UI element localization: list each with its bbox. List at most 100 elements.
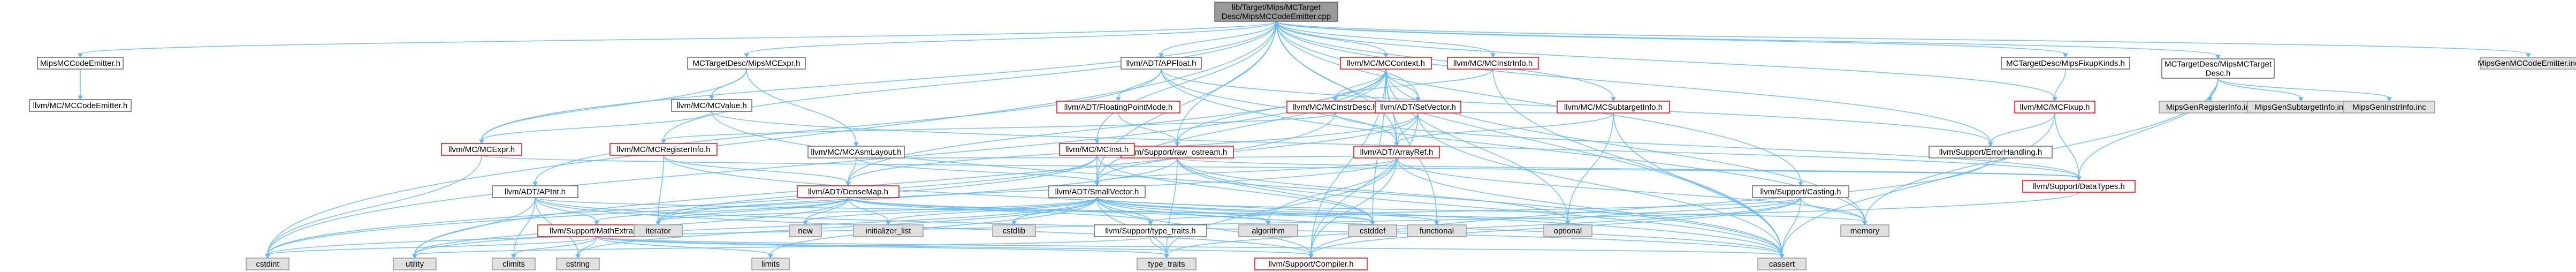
edge-root-to-mcinstrinfo xyxy=(1276,21,1493,55)
edge-arrayref-to-cassert xyxy=(1396,157,1782,255)
edge-smallvector-to-functional xyxy=(1096,197,1437,222)
node-arrayref[interactable]: llvm/ADT/ArrayRef.h xyxy=(1353,146,1440,158)
edge-casting-to-cassert xyxy=(1781,197,1801,255)
node-datatypes[interactable]: llvm/Support/DataTypes.h xyxy=(2022,180,2136,193)
node-label-mcexpr: llvm/MC/MCExpr.h xyxy=(448,145,515,154)
node-mipsgensubtargetinfo: MipsGenSubtargetInfo.inc xyxy=(2247,101,2355,114)
node-mipsmcce[interactable]: MipsMCCodeEmitter.h xyxy=(37,57,124,70)
node-mcfixup[interactable]: llvm/MC/MCFixup.h xyxy=(2014,101,2095,114)
node-mathextras[interactable]: llvm/Support/MathExtras.h xyxy=(537,224,656,237)
arrowhead-densemap xyxy=(845,182,851,187)
edge-mipsfixupkinds-to-mcfixup xyxy=(2054,69,2066,99)
node-label-smallvector: llvm/ADT/SmallVector.h xyxy=(1055,187,1139,197)
arrowhead-setvector xyxy=(1415,97,1421,102)
arrowhead-mipsgenmcce xyxy=(2526,53,2531,58)
node-typetraits[interactable]: llvm/Support/type_traits.h xyxy=(1094,224,1207,237)
node-llvmmcce[interactable]: llvm/MC/MCCodeEmitter.h xyxy=(29,99,132,112)
node-box-mccontext xyxy=(1340,57,1432,70)
node-mcinst[interactable]: llvm/MC/MCInst.h xyxy=(1059,143,1135,156)
edge-root-to-errorhandling xyxy=(1276,21,1991,143)
node-mcvalue[interactable]: llvm/MC/MCValue.h xyxy=(671,99,752,112)
node-mcinstrinfo[interactable]: llvm/MC/MCInstrInfo.h xyxy=(1447,57,1539,70)
node-label-functional: functional xyxy=(1420,226,1454,236)
edge-root-to-mipsmcexpr xyxy=(746,21,1277,55)
edge-typetraits-to-typetraitsstd xyxy=(1150,236,1167,255)
node-label-setvector: llvm/ADT/SetVector.h xyxy=(1380,103,1456,112)
node-mcinstrdesc[interactable]: llvm/MC/MCInstrDesc.h xyxy=(1286,101,1384,114)
arrowhead-smallvector xyxy=(1094,182,1100,187)
edge-mcinstrdesc-to-utility xyxy=(414,112,1336,255)
node-floatingpointmode[interactable]: llvm/ADT/FloatingPointMode.h xyxy=(1056,101,1180,114)
node-label-mipsgensubtargetinfo: MipsGenSubtargetInfo.inc xyxy=(2254,103,2348,112)
edge-root-to-adtapfloat xyxy=(1161,21,1277,55)
edge-mathextras-to-cstdint xyxy=(267,236,597,255)
node-label-mccontext: llvm/MC/MCContext.h xyxy=(1347,59,1425,68)
node-label-compiler: llvm/Support/Compiler.h xyxy=(1268,260,1353,269)
node-mcasmlayout[interactable]: llvm/MC/MCAsmLayout.h xyxy=(807,146,905,158)
edge-casting-to-typetraitsstd xyxy=(1166,197,1801,255)
edge-mcsubtargetinfo-to-arrayref xyxy=(1396,112,1614,143)
edge-mathextras-to-typetraitsstd xyxy=(596,236,1167,255)
edge-casting-to-optional xyxy=(1567,197,1801,222)
node-label-mipsgenreginfo: MipsGenRegisterInfo.inc xyxy=(2166,103,2254,112)
node-adtapfloat[interactable]: llvm/ADT/APFloat.h xyxy=(1121,57,1202,70)
node-casting[interactable]: llvm/Support/Casting.h xyxy=(1752,185,1849,198)
node-adtapint[interactable]: llvm/ADT/APInt.h xyxy=(492,185,578,198)
arrowhead-mcvalue xyxy=(709,95,714,101)
edge-root-to-cstdint xyxy=(267,21,1277,255)
node-box-utility xyxy=(393,258,437,270)
node-mcregisterinfo[interactable]: llvm/MC/MCRegisterInfo.h xyxy=(609,143,718,156)
node-compiler[interactable]: llvm/Support/Compiler.h xyxy=(1254,258,1368,270)
arrowhead-compiler xyxy=(1308,254,1314,259)
node-root[interactable]: lib/Target/Mips/MCTargetDesc/MipsMCCodeE… xyxy=(1214,2,1338,22)
node-mipsmcexpr[interactable]: MCTargetDesc/MipsMCExpr.h xyxy=(687,57,806,70)
node-box-floatingpointmode xyxy=(1056,101,1180,114)
edge-mcregisterinfo-to-densemap xyxy=(663,155,849,183)
node-mcsubtargetinfo[interactable]: llvm/MC/MCSubtargetInfo.h xyxy=(1557,101,1670,114)
node-box-mcexpr xyxy=(441,143,522,156)
edge-smallvector-to-new xyxy=(805,197,1098,222)
node-rawostream[interactable]: llvm/Support/raw_ostream.h xyxy=(1121,146,1234,158)
node-box-cassert xyxy=(1757,258,1807,270)
edge-mcfixup-to-errorhandling xyxy=(1990,112,2055,143)
arrowhead-mipsfixupkinds xyxy=(2063,53,2068,58)
edge-root-to-mipsgenmcce xyxy=(1276,21,2529,55)
node-mipsfixupkinds[interactable]: MCTargetDesc/MipsFixupKinds.h xyxy=(2001,57,2130,70)
node-label-memory: memory xyxy=(1850,226,1880,236)
node-label-mcvalue: llvm/MC/MCValue.h xyxy=(676,101,746,110)
node-label-cstring: cstring xyxy=(566,260,590,269)
node-new: new xyxy=(789,224,822,237)
node-setvector[interactable]: llvm/ADT/SetVector.h xyxy=(1375,101,1461,114)
node-label-mipsmcexpr: MCTargetDesc/MipsMCExpr.h xyxy=(693,59,801,68)
arrowhead-mipsmcexpr xyxy=(744,53,749,58)
node-label-arrayref: llvm/ADT/ArrayRef.h xyxy=(1360,148,1434,157)
node-smallvector[interactable]: llvm/ADT/SmallVector.h xyxy=(1048,185,1146,198)
node-label-utility: utility xyxy=(406,260,424,269)
edge-mcregisterinfo-to-cassert xyxy=(663,155,1782,255)
node-label-llvmmcce: llvm/MC/MCCodeEmitter.h xyxy=(33,101,128,110)
node-densemap[interactable]: llvm/ADT/DenseMap.h xyxy=(797,185,900,198)
node-box-mcvalue xyxy=(671,99,752,112)
node-label-mcfixup: llvm/MC/MCFixup.h xyxy=(2020,103,2090,112)
edge-mipsmctargetdesc-to-mipsgenreginfo xyxy=(2209,78,2219,99)
edge-mcasmlayout-to-smallvector xyxy=(856,157,1098,183)
edge-densemap-to-new xyxy=(805,197,849,222)
arrowhead-mcinstrdesc xyxy=(1332,97,1338,102)
edge-mathextras-to-compiler xyxy=(596,236,1312,255)
node-errorhandling[interactable]: llvm/Support/ErrorHandling.h xyxy=(1929,146,2053,158)
edge-root-to-mcfixup xyxy=(1276,21,2055,99)
edge-casting-to-typetraits xyxy=(1150,197,1801,222)
node-mcexpr[interactable]: llvm/MC/MCExpr.h xyxy=(441,143,522,156)
node-mccontext[interactable]: llvm/MC/MCContext.h xyxy=(1340,57,1432,70)
node-utility: utility xyxy=(393,258,437,270)
edge-mcfixup-to-datatypes xyxy=(2054,112,2079,178)
edge-smallvector-to-utility xyxy=(414,197,1098,255)
node-box-new xyxy=(789,224,822,237)
edge-root-to-mipsfixupkinds xyxy=(1276,21,2066,55)
node-box-typetraits xyxy=(1094,224,1207,237)
node-label-densemap: llvm/ADT/DenseMap.h xyxy=(808,187,888,197)
edge-root-to-mcsubtargetinfo xyxy=(1276,21,1614,99)
arrowhead-typetraits xyxy=(1148,221,1153,226)
